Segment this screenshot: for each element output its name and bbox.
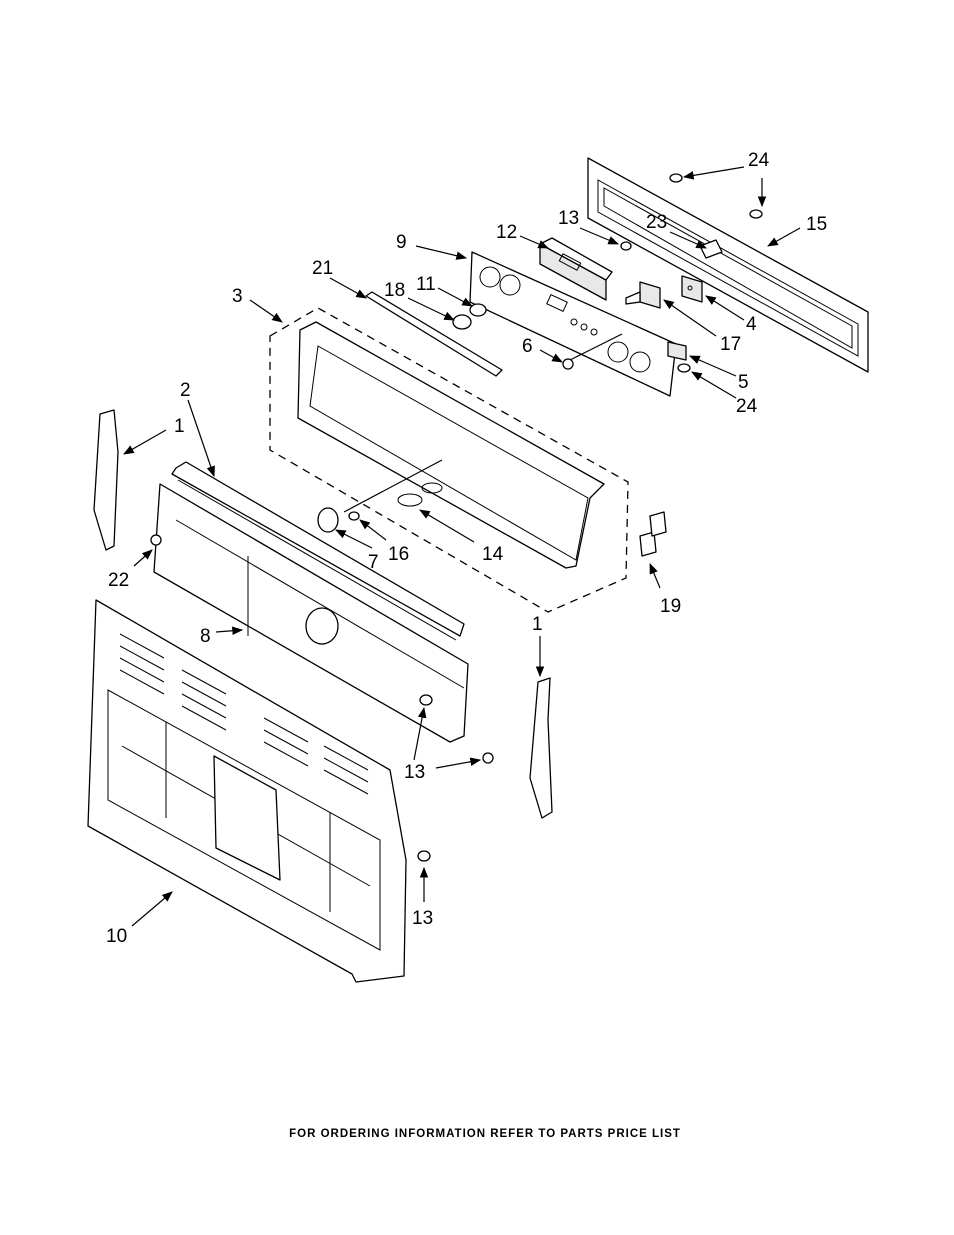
side-bracket-left [94,410,118,550]
callout-9: 9 [396,232,407,253]
callout-18: 18 [384,280,405,301]
callout-2: 2 [180,380,191,401]
knob-11 [470,304,486,316]
callout-1-upper: 1 [174,416,185,437]
callout-8: 8 [200,626,211,647]
callout-19: 19 [660,596,681,617]
callout-5: 5 [738,372,749,393]
screw-6 [563,359,573,369]
callout-7: 7 [368,552,379,573]
screw-13-bottom [418,851,430,861]
callout-15: 15 [806,214,827,235]
callout-10: 10 [106,926,127,947]
clip-19 [640,512,666,556]
callout-11: 11 [416,274,436,295]
callout-13-bottom: 13 [412,908,433,929]
callout-14: 14 [482,544,504,565]
callout-23: 23 [646,212,667,233]
switch-17 [626,282,660,308]
switch-4 [682,276,702,302]
screw-24-mid [750,210,762,218]
callout-13-mid: 13 [404,762,425,783]
console-panel [298,322,604,568]
callout-24-right: 24 [736,396,758,417]
screw-24-right [678,364,690,372]
screw-13-mid-a [420,695,432,705]
screw-13-top [621,242,631,250]
callout-6: 6 [522,336,533,357]
callout-22: 22 [108,570,129,591]
screw-22 [151,535,161,545]
callout-12: 12 [496,222,517,243]
callout-13-top: 13 [558,208,579,229]
knob-7 [318,508,338,532]
callout-4: 4 [746,314,757,335]
screw-13-mid-b [483,753,493,763]
callout-24-top: 24 [748,150,770,171]
ordering-info-footer: FOR ORDERING INFORMATION REFER TO PARTS … [0,1128,954,1140]
knob-18 [453,315,471,329]
callout-3: 3 [232,286,243,307]
screw-16 [349,512,359,520]
callout-21: 21 [312,258,333,279]
callout-17: 17 [720,334,741,355]
screw-24-top [670,174,682,182]
callout-1-lower: 1 [532,614,543,635]
side-bracket-right [530,678,552,818]
callout-16: 16 [388,544,409,565]
